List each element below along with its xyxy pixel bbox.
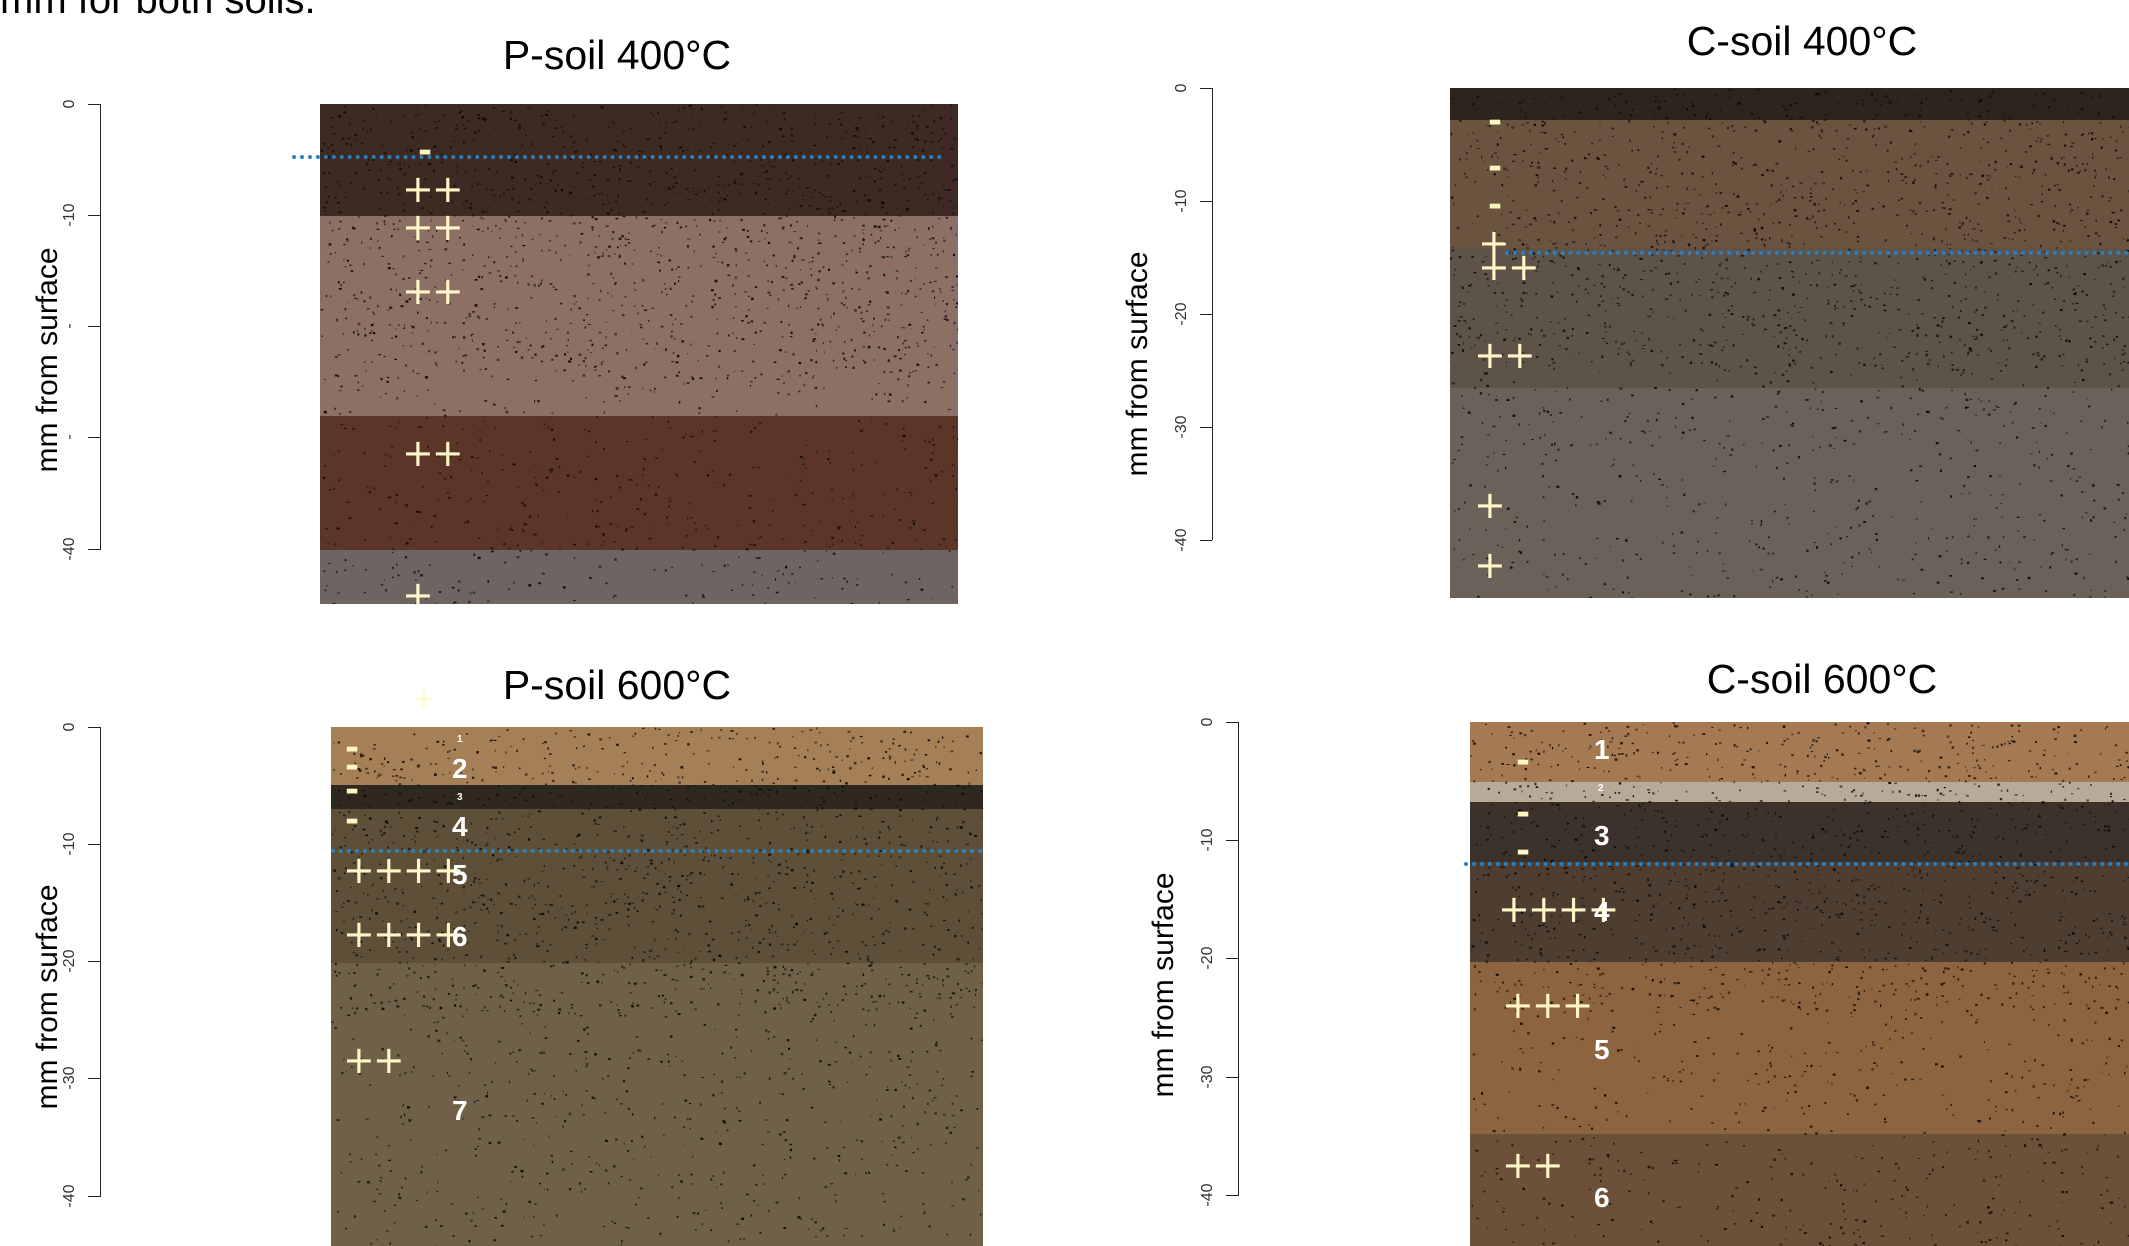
soil-layer <box>331 727 983 785</box>
y-tick <box>88 549 100 550</box>
soil-profile: - - - - ++++ ++++ ++ 1 2 3 4 5 6 7 <box>331 727 983 1246</box>
increase-marker: ++ <box>402 167 464 211</box>
increase-marker: ++ <box>402 205 464 249</box>
y-tick-label: -10 <box>61 832 78 856</box>
y-tick-label: -30 <box>1173 415 1190 439</box>
soil-layer <box>331 785 983 809</box>
y-tick <box>88 844 100 845</box>
y-tick-label: - <box>61 323 78 329</box>
y-axis-label: mm from surface <box>31 884 64 1110</box>
y-tick-label: 0 <box>61 99 78 109</box>
y-axis-line <box>100 104 101 550</box>
decrease-marker: - <box>418 131 432 171</box>
increase-marker: + <box>1474 483 1506 527</box>
soil-profile: - ++ ++ ++ ++ + <box>320 104 958 604</box>
y-tick-label: -40 <box>61 537 78 561</box>
y-tick-label: -20 <box>1173 302 1190 326</box>
caption-fragment: mm for both soils. <box>0 0 316 22</box>
y-tick-label: -40 <box>1173 528 1190 552</box>
increase-marker: ++ <box>402 269 464 313</box>
y-axis-label: mm from surface <box>31 247 64 473</box>
y-tick-label: -20 <box>61 949 78 973</box>
decrease-marker: - <box>1488 147 1502 187</box>
y-tick-label: 0 <box>1173 83 1190 93</box>
panel-title: P-soil 400°C <box>502 32 732 78</box>
y-tick <box>1200 427 1212 428</box>
increase-marker: ++ <box>402 431 464 475</box>
soil-profile: - - - + ++ ++ + + <box>1450 88 2129 598</box>
soil-layer <box>331 963 983 1246</box>
y-tick-label: -10 <box>1173 189 1190 213</box>
y-axis-line <box>100 727 101 1197</box>
increase-marker: + <box>402 573 434 604</box>
decrease-marker: - <box>1488 101 1502 141</box>
y-tick <box>88 727 100 728</box>
reference-line <box>1505 251 2129 255</box>
reference-line <box>292 155 942 159</box>
y-tick-label: -10 <box>61 203 78 227</box>
y-tick <box>88 326 100 327</box>
panel-title: C-soil 400°C <box>1686 18 1918 64</box>
decrease-marker: - <box>1488 185 1502 225</box>
increase-marker: + <box>1474 543 1506 587</box>
soil-layer <box>1450 388 2129 598</box>
y-tick-label: - <box>61 434 78 440</box>
y-tick <box>1200 314 1212 315</box>
soil-layer <box>1450 88 2129 120</box>
y-axis-label: mm from surface <box>1121 251 1154 477</box>
y-tick-label: 0 <box>61 722 78 732</box>
y-tick-label: -40 <box>61 1184 78 1208</box>
y-tick <box>88 1196 100 1197</box>
y-tick <box>88 437 100 438</box>
y-tick <box>88 1078 100 1079</box>
y-tick <box>88 961 100 962</box>
increase-marker: ++ <box>1474 333 1536 377</box>
y-tick <box>88 104 100 105</box>
y-tick <box>88 215 100 216</box>
panel-title: P-soil 600°C <box>502 662 732 708</box>
y-tick <box>1200 201 1212 202</box>
y-tick-label: -30 <box>61 1066 78 1090</box>
faint-marker: + <box>414 680 434 718</box>
y-tick <box>1200 88 1212 89</box>
y-tick <box>1200 540 1212 541</box>
soil-layer <box>1450 248 2129 388</box>
y-axis-line <box>1212 88 1213 540</box>
